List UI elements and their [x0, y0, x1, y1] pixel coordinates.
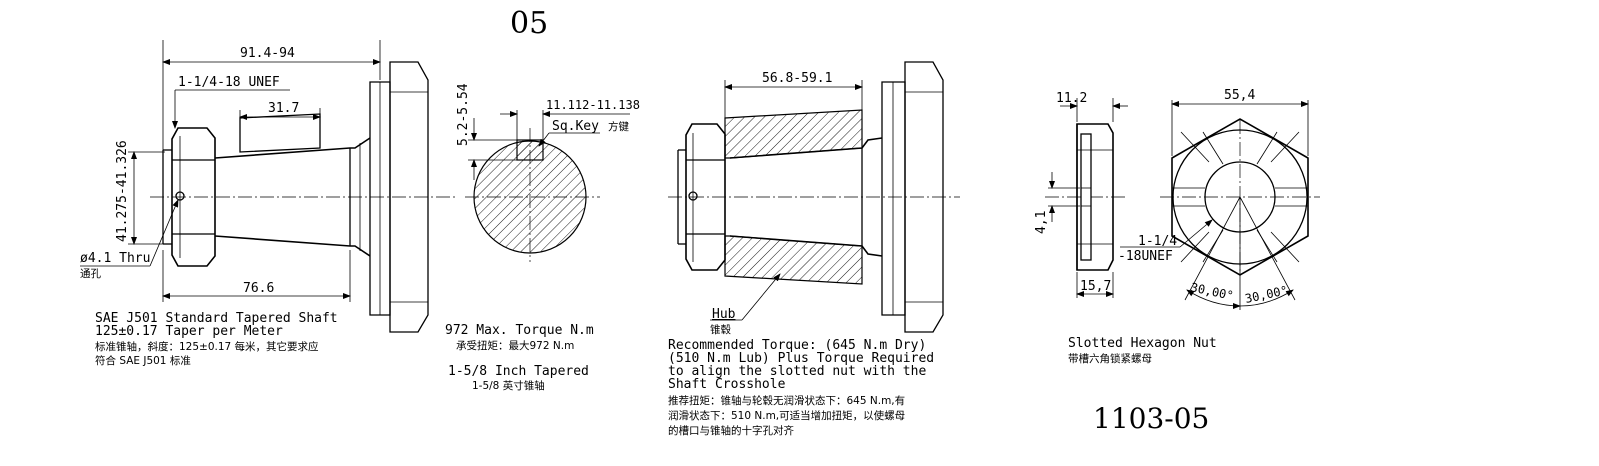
- dim-key-length: 31.7: [268, 101, 299, 116]
- dim-key-width: 11.112-11.138: [546, 98, 640, 112]
- dim-nut-slot-width: 4,1: [1034, 211, 1049, 234]
- recommend-text-1: Recommended Torque: (645 N.m Dry): [668, 338, 926, 353]
- shaft-caption-cn-1: 标准锥轴，斜度：125±0.17 每米，其它要求应: [95, 340, 319, 353]
- shaft-caption-2: 125±0.17 Taper per Meter: [95, 324, 283, 339]
- dim-thread-spec: 1-1/4-18 UNEF: [178, 75, 280, 90]
- dim-key-height: 5.2-5.54: [456, 83, 471, 146]
- dim-hub-length: 56.8-59.1: [762, 71, 832, 86]
- nut-view: 11.2 4,1 15,7 55,4: [1034, 88, 1320, 365]
- recommend-text-3: to align the slotted nut with the: [668, 364, 926, 379]
- shaft-caption-cn-2: 符合 SAE J501 标准: [95, 354, 191, 367]
- hub-upper: [724, 109, 863, 159]
- shaft-nut: [171, 127, 216, 267]
- sheet-bottom-label: 1103-05: [1093, 402, 1209, 435]
- shaft-view: 91.4-94 1-1/4-18 UNEF 31.7 41.275-41.326…: [80, 40, 455, 367]
- hub-nut: [685, 123, 726, 271]
- shaft-caption-1: SAE J501 Standard Tapered Shaft: [95, 311, 338, 326]
- recommend-text-4: Shaft Crosshole: [668, 377, 786, 392]
- taper-text: 1-5/8 Inch Tapered: [448, 364, 589, 379]
- hub-label: Hub: [712, 307, 736, 322]
- torque-text-cn: 承受扭矩：最大972 N.m: [456, 339, 574, 352]
- dim-nut-thread-2: -18UNEF: [1118, 249, 1173, 264]
- dim-shaft-diameter: 41.275-41.326: [115, 140, 130, 242]
- hub-flange: [904, 61, 944, 333]
- shaft-body: [214, 137, 371, 257]
- dim-nut-thread-1: 1-1/4: [1138, 234, 1177, 249]
- recommend-text-cn-3: 的槽口与锥轴的十字孔对齐: [668, 424, 794, 437]
- nut-hexagon: [1171, 118, 1309, 276]
- torque-text: 972 Max. Torque N.m: [445, 323, 594, 338]
- shaft-key: [239, 113, 321, 153]
- key-label-cn: 方键: [608, 120, 629, 133]
- angle-left: 30,00°: [1189, 280, 1234, 303]
- nut-title: Slotted Hexagon Nut: [1068, 336, 1217, 351]
- dim-across-flats: 55,4: [1224, 88, 1255, 103]
- dim-nut-slot-depth: 11.2: [1056, 91, 1087, 106]
- hub-label-cn: 锥毂: [710, 323, 731, 336]
- recommend-text-cn-2: 润滑状态下：510 N.m,可适当增加扭矩，以使螺母: [668, 409, 905, 422]
- sheet-top-label: 05: [510, 6, 548, 41]
- dim-overall-length: 91.4-94: [240, 46, 295, 61]
- recommend-text-2: (510 N.m Lub) Plus Torque Required: [668, 351, 934, 366]
- hub-view: 56.8-59.1 Hub 锥毂 Recommended Torque: (64…: [668, 61, 960, 437]
- taper-text-cn: 1-5/8 英寸锥轴: [472, 379, 545, 392]
- dim-cross-hole: ø4.1 Thru: [80, 251, 150, 266]
- dim-taper-length: 76.6: [243, 281, 274, 296]
- dim-cross-hole-cn: 通孔: [80, 267, 101, 280]
- nut-title-cn: 带槽六角锁紧螺母: [1068, 352, 1152, 365]
- section-view: 5.2-5.54 11.112-11.138 Sq.Key 方键 972 Max…: [445, 83, 640, 392]
- recommend-text-cn-1: 推荐扭矩：锥轴与轮毂无润滑状态下：645 N.m,有: [668, 394, 905, 407]
- dim-nut-height: 15,7: [1080, 279, 1111, 294]
- key-label: Sq.Key: [552, 119, 599, 134]
- hub-lower: [724, 235, 863, 285]
